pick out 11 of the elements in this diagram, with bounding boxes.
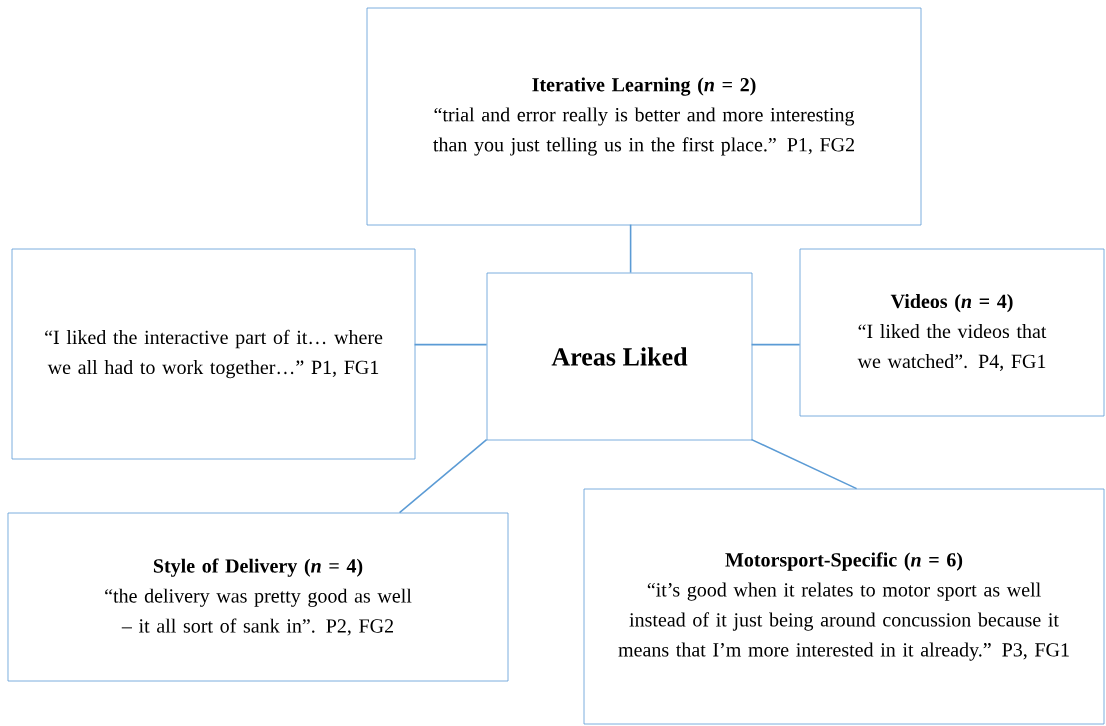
connector-line (413, 343, 488, 346)
quote-box: Style of Delivery (n = 4) “the delivery was pretty good as well – it all sort of sank in”. P2, FG2 (7, 512, 509, 682)
quote-box: Videos (n = 4) “I liked the videos that we watched”. P4, FG1 (799, 248, 1105, 417)
quote-box: Motorsport-Specific (n = 6) “it’s good when it relates to motor sport as well instead of it just being around concussion because it means that I’m more interested in it already.” P3, FG1 (583, 488, 1105, 725)
connector-line (750, 343, 801, 346)
quote-box: Iterative Learning (n = 2) “trial and error really is better and more interesting than you just telling us in the first place.” P1, FG2 (366, 7, 922, 226)
connector-line (398, 438, 488, 514)
quote-box: “I liked the interactive part of it… where we all had to work together…” P1, FG1 (11, 248, 416, 460)
topic-box: Areas Liked (486, 272, 753, 441)
connector-line (629, 223, 632, 274)
connector-line (750, 438, 858, 490)
